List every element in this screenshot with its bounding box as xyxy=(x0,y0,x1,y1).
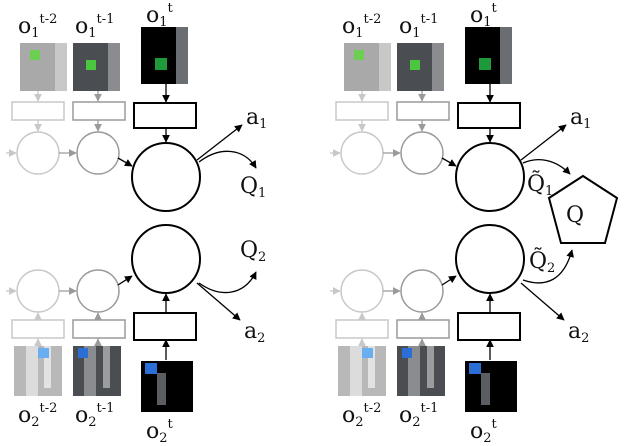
rnn-cell-o2-t-1 xyxy=(76,269,120,313)
encoder-box-o2-t xyxy=(133,312,197,341)
obs-label-1-t-2: o1t-2 xyxy=(18,12,57,41)
rnn-cell-o2-t-2 xyxy=(16,269,60,313)
frame-o1-t-1 xyxy=(397,43,444,91)
obs-label-2-t-1: o2t-1 xyxy=(75,401,114,430)
obs-label-1-t-2: o1t-2 xyxy=(342,12,381,41)
obs-label-2-t-2: o2t-2 xyxy=(18,401,57,430)
obs-label-2-t-2: o2t-2 xyxy=(342,401,381,430)
rnn-cell-o2-t xyxy=(455,224,525,294)
rnn-cell-o2-t-2 xyxy=(340,269,384,313)
encoder-box-o1-t-1 xyxy=(72,101,126,121)
frame-o1-t-2 xyxy=(20,43,67,91)
frame-o1-t-2 xyxy=(344,43,391,91)
action-label-a1: a1 xyxy=(246,105,267,132)
mixer-label: Q xyxy=(566,203,584,228)
obs-label-2-t: o2t xyxy=(470,417,498,446)
frame-o2-t xyxy=(141,361,193,412)
q-label-q1: Q1 xyxy=(240,174,266,201)
obs-label-1-t: o1t xyxy=(146,1,174,30)
obs-label-2-t-1: o2t-1 xyxy=(399,401,438,430)
frame-o2-t-1 xyxy=(73,346,121,396)
frame-o1-t xyxy=(465,27,512,84)
obs-label-1-t-1: o1t-1 xyxy=(75,12,114,41)
frame-o1-t xyxy=(141,27,188,84)
encoder-box-o1-t-2 xyxy=(11,101,65,121)
frame-o2-t-2 xyxy=(14,346,62,396)
action-label-a1: a1 xyxy=(570,105,591,132)
encoder-box-o1-t xyxy=(133,102,197,129)
obs-label-1-t-1: o1t-1 xyxy=(399,12,438,41)
frame-o2-t-2 xyxy=(338,346,386,396)
encoder-box-o1-t xyxy=(457,102,521,129)
rnn-cell-o1-t-1 xyxy=(76,131,120,175)
q-tilde-label-q2: Q̃2 xyxy=(529,248,555,276)
rnn-cell-o1-t-2 xyxy=(340,131,384,175)
rnn-cell-o1-t-2 xyxy=(16,131,60,175)
frame-o2-t-1 xyxy=(397,346,445,396)
encoder-box-o2-t-2 xyxy=(11,319,65,339)
obs-label-2-t: o2t xyxy=(146,417,174,446)
rnn-cell-o1-t xyxy=(131,142,201,212)
encoder-box-o2-t xyxy=(457,312,521,341)
mixer-pentagon: Q xyxy=(547,174,619,244)
action-label-a2: a2 xyxy=(244,319,265,346)
encoder-box-o2-t-2 xyxy=(335,319,389,339)
rnn-cell-o2-t-1 xyxy=(400,269,444,313)
rnn-cell-o1-t xyxy=(455,142,525,212)
action-label-a2: a2 xyxy=(568,319,589,346)
panel-right: o1t-2 o1t-1 o1t xyxy=(330,1,619,446)
encoder-box-o1-t-2 xyxy=(335,101,389,121)
encoder-box-o2-t-1 xyxy=(72,319,126,339)
rnn-cell-o2-t xyxy=(131,224,201,294)
q-label-q2: Q2 xyxy=(240,238,266,265)
frame-o2-t xyxy=(465,361,517,412)
encoder-box-o1-t-1 xyxy=(396,101,450,121)
obs-label-1-t: o1t xyxy=(470,1,498,30)
encoder-box-o2-t-1 xyxy=(396,319,450,339)
frame-o1-t-1 xyxy=(73,43,120,91)
rnn-cell-o1-t-1 xyxy=(400,131,444,175)
q-tilde-label-q1: Q̃1 xyxy=(527,171,553,199)
panel-left: o1t-2 o1t-1 o1t xyxy=(6,1,267,446)
